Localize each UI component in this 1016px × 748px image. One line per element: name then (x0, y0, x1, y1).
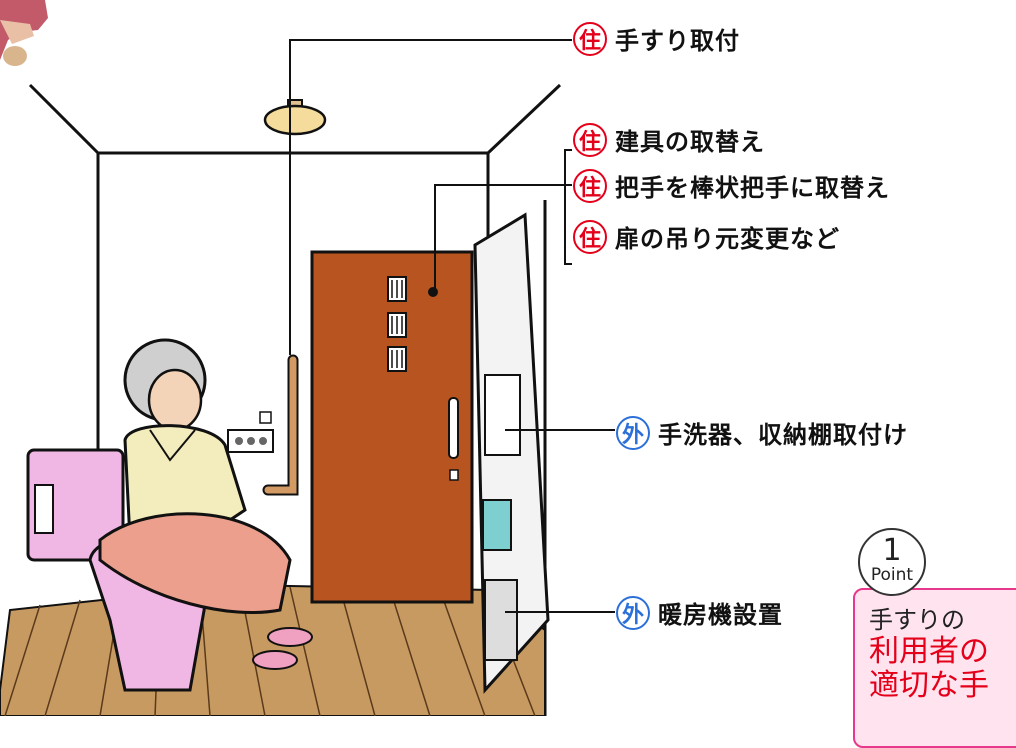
label-handle-replacement: 住 把手を棒状把手に取替え (573, 168, 890, 203)
housing-badge: 住 (573, 122, 607, 157)
label-text: 把手を棒状把手に取替え (615, 174, 890, 202)
label-text: 建具の取替え (615, 128, 765, 156)
door (310, 250, 474, 604)
external-badge: 外 (616, 595, 650, 630)
point-number: 1 (882, 533, 902, 568)
toilet-room-illustration (0, 0, 615, 716)
open-door-panel (473, 212, 550, 694)
label-hinge-change: 住 扉の吊り元変更など (573, 219, 840, 254)
label-fixture-replacement: 住 建具の取替え (573, 122, 765, 157)
point-line-1: 手すりの (869, 606, 965, 634)
point-line-2: 利用者の (869, 634, 989, 669)
label-text: 手すり取付 (615, 27, 740, 55)
character-figure (0, 0, 48, 66)
ceiling-lamp (263, 99, 327, 136)
seated-woman (98, 338, 313, 670)
label-text: 手洗器、収納棚取付け (658, 421, 908, 449)
housing-badge: 住 (573, 21, 607, 56)
label-text: 暖房機設置 (658, 601, 783, 629)
point-badge: 1 Point (858, 528, 926, 596)
point-callout: 手すりの 利用者の 適切な手 (853, 588, 1016, 748)
leader-lines (289, 39, 615, 613)
external-badge: 外 (616, 415, 650, 450)
label-handrail: 住 手すり取付 (573, 21, 740, 56)
label-text: 扉の吊り元変更など (615, 225, 840, 253)
housing-badge: 住 (573, 168, 607, 203)
grab-bar (227, 354, 299, 496)
point-word: Point (870, 565, 914, 585)
label-heater: 外 暖房機設置 (616, 595, 783, 630)
point-line-3: 適切な手 (869, 668, 989, 703)
housing-badge: 住 (573, 219, 607, 254)
label-sink-shelf: 外 手洗器、収納棚取付け (616, 415, 908, 450)
